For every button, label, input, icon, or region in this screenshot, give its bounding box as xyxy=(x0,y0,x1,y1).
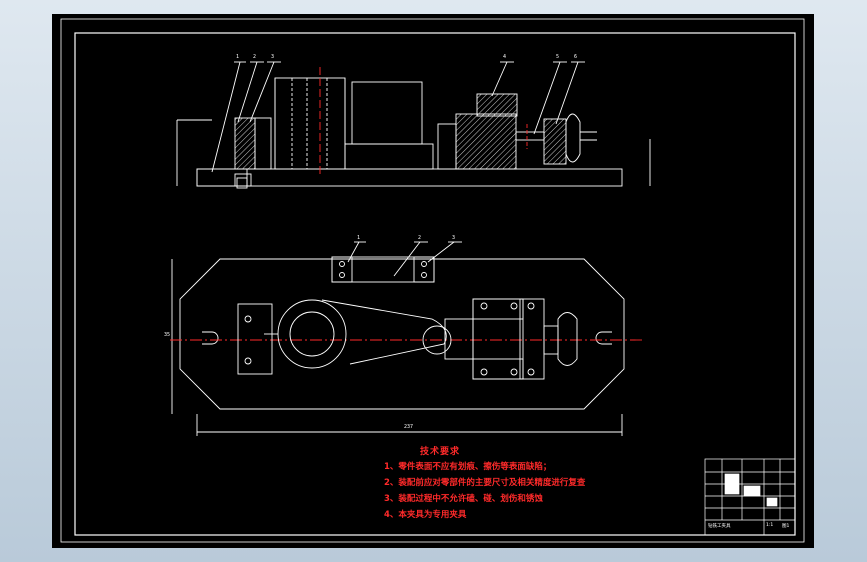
balloon-2-top: 2 xyxy=(253,54,257,60)
tech-note-1: 1、零件表面不应有划痕、擦伤等表面缺陷； xyxy=(384,462,552,472)
balloon-3-top: 3 xyxy=(271,54,275,60)
balloon-1-top: 1 xyxy=(236,54,240,60)
tech-note-4: 4、本夹具为专用夹具 xyxy=(384,510,467,520)
sheet-outer-border xyxy=(60,18,805,543)
front-view xyxy=(176,61,651,189)
tech-requirements-title: 技术要求 xyxy=(420,447,461,457)
drawing-canvas xyxy=(60,18,805,543)
balloon-3-plan: 3 xyxy=(452,235,456,241)
sheet-inner-border xyxy=(74,32,796,536)
dim-side: 35 xyxy=(164,332,171,338)
title-block-sheet: 图1 xyxy=(782,524,790,529)
balloon-6-top: 6 xyxy=(574,54,578,60)
balloon-5-top: 5 xyxy=(556,54,560,60)
drawing-viewport[interactable]: 1 2 3 4 5 6 1 2 3 237 35 技术要求 1、零件表面不应有划… xyxy=(52,14,814,548)
balloon-4-top: 4 xyxy=(503,54,507,60)
balloon-2-plan: 2 xyxy=(418,235,422,241)
tech-note-3: 3、装配过程中不允许磕、碰、划伤和锈蚀 xyxy=(384,494,543,504)
balloon-1-plan: 1 xyxy=(357,235,361,241)
title-block xyxy=(704,458,796,536)
dim-overall-length: 237 xyxy=(404,424,414,430)
title-block-scale: 1:1 xyxy=(766,523,774,528)
tech-note-2: 2、装配前应对零部件的主要尺寸及相关精度进行复查 xyxy=(384,478,586,488)
title-block-name: 钻铣工夹具 xyxy=(708,524,731,529)
plan-view xyxy=(170,241,642,436)
